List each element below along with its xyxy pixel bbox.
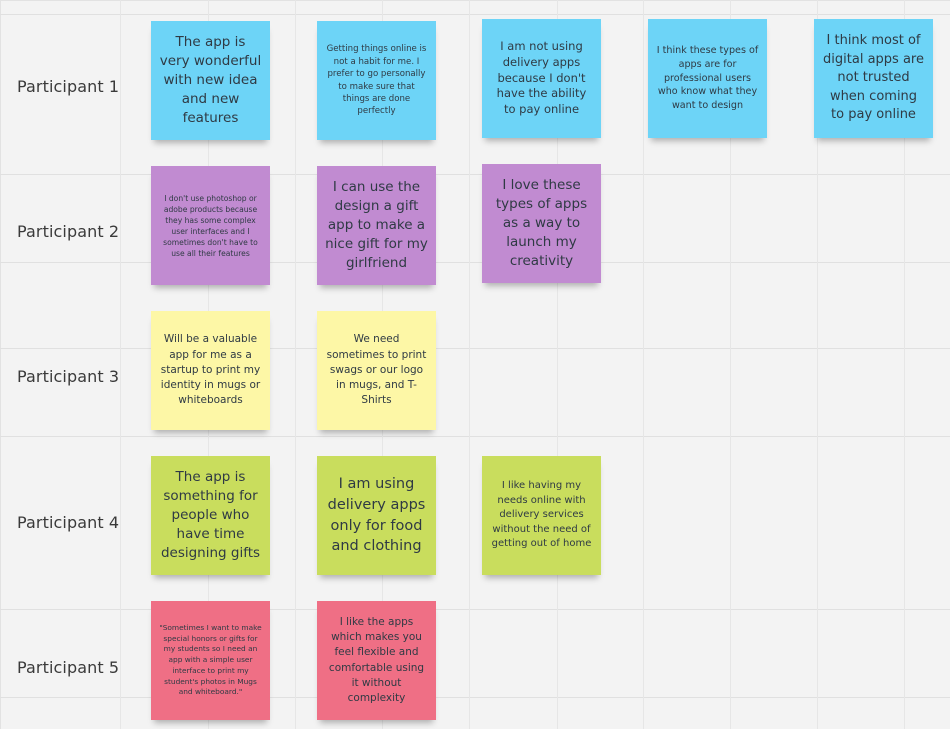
grid-line bbox=[904, 0, 905, 729]
sticky-note[interactable]: "Sometimes I want to make special honors… bbox=[151, 601, 270, 720]
sticky-note-text: I love these types of apps as a way to l… bbox=[495, 176, 588, 270]
sticky-note-text: I like the apps which makes you feel fle… bbox=[328, 615, 425, 704]
sticky-note[interactable]: I don't use photoshop or adobe products … bbox=[151, 166, 270, 285]
grid-line bbox=[817, 0, 818, 729]
grid-line bbox=[557, 0, 558, 729]
grid-line bbox=[0, 262, 950, 263]
sticky-note[interactable]: I love these types of apps as a way to l… bbox=[482, 164, 601, 283]
sticky-note-text: We need sometimes to print swags or our … bbox=[326, 333, 427, 407]
sticky-note-text: Will be a valuable app for me as a start… bbox=[160, 333, 261, 407]
sticky-note[interactable]: The app is very wonderful with new idea … bbox=[151, 21, 270, 140]
row-label-participant-5: Participant 5 bbox=[17, 658, 120, 677]
sticky-note-text: I like having my needs online with deliv… bbox=[491, 480, 592, 550]
sticky-note-text: I think most of digital apps are not tru… bbox=[823, 33, 924, 123]
grid-line bbox=[295, 0, 296, 729]
row-label-participant-1: Participant 1 bbox=[17, 77, 120, 96]
sticky-note-text: "Sometimes I want to make special honors… bbox=[159, 622, 262, 697]
sticky-note-text: I am using delivery apps only for food a… bbox=[327, 476, 426, 555]
grid-line bbox=[643, 0, 644, 729]
sticky-note[interactable]: I am using delivery apps only for food a… bbox=[317, 456, 436, 575]
grid-line bbox=[730, 0, 731, 729]
sticky-note-text: I think these types of apps are for prof… bbox=[656, 44, 759, 112]
sticky-note[interactable]: I can use the design a gift app to make … bbox=[317, 166, 436, 285]
sticky-note[interactable]: Getting things online is not a habit for… bbox=[317, 21, 436, 140]
grid-line bbox=[0, 174, 950, 175]
sticky-note-text: I can use the design a gift app to make … bbox=[325, 178, 428, 272]
grid-line bbox=[0, 348, 950, 349]
sticky-note[interactable]: Will be a valuable app for me as a start… bbox=[151, 311, 270, 430]
grid-line bbox=[469, 0, 470, 729]
sticky-note[interactable]: I think these types of apps are for prof… bbox=[648, 19, 767, 138]
row-label-participant-2: Participant 2 bbox=[17, 222, 120, 241]
grid-line bbox=[0, 609, 950, 610]
sticky-note-text: I am not using delivery apps because I d… bbox=[496, 38, 587, 117]
sticky-note-text: The app is something for people who have… bbox=[160, 468, 261, 562]
sticky-note[interactable]: We need sometimes to print swags or our … bbox=[317, 311, 436, 430]
sticky-note-text: Getting things online is not a habit for… bbox=[326, 44, 427, 117]
row-label-participant-4: Participant 4 bbox=[17, 513, 120, 532]
sticky-note[interactable]: I like the apps which makes you feel fle… bbox=[317, 601, 436, 720]
sticky-note[interactable]: I am not using delivery apps because I d… bbox=[482, 19, 601, 138]
row-label-participant-3: Participant 3 bbox=[17, 367, 120, 386]
grid-line bbox=[0, 14, 950, 15]
sticky-note-text: I don't use photoshop or adobe products … bbox=[163, 193, 258, 258]
sticky-note[interactable]: I think most of digital apps are not tru… bbox=[814, 19, 933, 138]
grid-line bbox=[0, 697, 950, 698]
grid-line bbox=[0, 436, 950, 437]
sticky-note-text: The app is very wonderful with new idea … bbox=[159, 33, 262, 127]
sticky-note[interactable]: I like having my needs online with deliv… bbox=[482, 456, 601, 575]
grid-line bbox=[120, 0, 121, 729]
sticky-note[interactable]: The app is something for people who have… bbox=[151, 456, 270, 575]
